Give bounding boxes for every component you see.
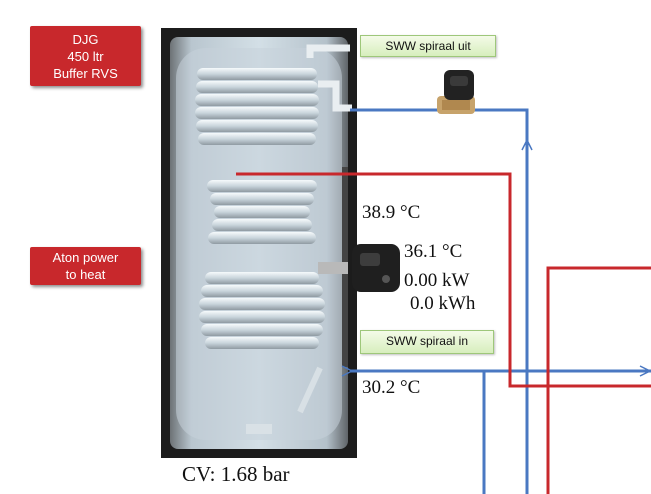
upper-return-pipe xyxy=(318,80,352,112)
heater-energy-reading: 0.0 kWh xyxy=(410,293,476,314)
flow-arrow-up-icon xyxy=(521,138,533,151)
coil-inlet-label: SWW spiraal in xyxy=(360,330,494,354)
hot-pipe-right xyxy=(546,266,651,494)
lower-coil xyxy=(199,272,325,349)
upper-coil xyxy=(195,68,319,145)
buffer-label-line2: 450 ltr xyxy=(67,48,104,64)
buffer-label-line3: Buffer RVS xyxy=(53,65,118,81)
buffer-tank-label: DJG 450 ltr Buffer RVS xyxy=(30,26,141,86)
heater-label-line2: to heat xyxy=(65,267,106,282)
cold-pipe-upper xyxy=(350,108,529,494)
middle-coil xyxy=(207,180,317,244)
pipe-network xyxy=(236,108,651,494)
immersion-heater-icon xyxy=(352,244,400,292)
heater-label-line1: Aton power xyxy=(52,250,119,265)
heater-stub xyxy=(318,262,348,274)
flow-arrow-right-icon xyxy=(341,365,354,377)
heater-power-reading: 0.00 kW xyxy=(404,270,470,291)
buffer-tank xyxy=(161,28,357,458)
top-outlet-pipe xyxy=(306,44,350,58)
upper-temperature-reading: 38.9 °C xyxy=(362,202,421,223)
flow-arrow-right-icon xyxy=(639,365,651,377)
lower-temperature-reading: 30.2 °C xyxy=(362,377,421,398)
heater-label: Aton power to heat xyxy=(30,247,141,285)
buffer-label-line1: DJG xyxy=(72,31,99,47)
pressure-reading: CV: 1.68 bar xyxy=(182,462,290,486)
hot-pipe-main xyxy=(236,172,651,388)
tank-foot xyxy=(246,424,272,434)
mixing-valve-icon xyxy=(437,70,475,114)
coil-outlet-label: SWW spiraal uit xyxy=(360,35,496,57)
bottom-drain-pipe xyxy=(297,366,323,414)
heater-temperature-reading: 36.1 °C xyxy=(404,241,463,262)
